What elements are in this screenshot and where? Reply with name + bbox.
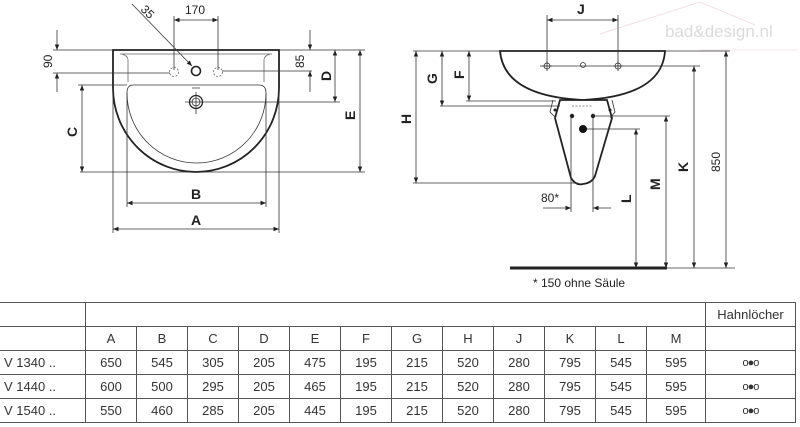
value-cell: 520 xyxy=(442,350,494,375)
dimension-J-label: J xyxy=(577,1,585,17)
col-L: L xyxy=(595,326,647,351)
column-header-row: A B C D E F G H J K L M xyxy=(0,326,796,351)
value-cell: 650 xyxy=(85,350,137,375)
dimension-D-label: D xyxy=(318,71,334,81)
value-cell: 795 xyxy=(544,350,596,375)
dimension-G-label: G xyxy=(424,73,440,84)
value-cell: 595 xyxy=(646,350,706,375)
value-cell: 545 xyxy=(595,350,647,375)
tap-hole-center xyxy=(190,65,202,77)
value-cell: 205 xyxy=(238,350,290,375)
model-cell: V 1440 .. xyxy=(0,374,86,399)
col-M: M xyxy=(646,326,706,351)
dimension-L-label: L xyxy=(618,194,634,203)
tap-holes-cell: o●o xyxy=(705,350,796,375)
value-cell: 215 xyxy=(391,374,443,399)
value-cell: 280 xyxy=(493,350,545,375)
value-cell: 460 xyxy=(136,398,188,423)
hole-spacing-label: 170 xyxy=(185,3,205,17)
value-cell: 795 xyxy=(544,374,596,399)
value-cell: 465 xyxy=(289,374,341,399)
tap-holes-header: Hahnlöcher xyxy=(705,302,796,327)
col-F: F xyxy=(340,326,392,351)
washbasin-top-view: 35 170 90 85 D E C B A xyxy=(41,2,365,233)
value-cell: 205 xyxy=(238,398,290,423)
hole-diameter-label: 35 xyxy=(138,2,158,22)
tap-holes-cell: o●o xyxy=(705,398,796,423)
value-cell: 195 xyxy=(340,350,392,375)
dimension-K-label: K xyxy=(675,162,691,172)
col-K: K xyxy=(544,326,596,351)
value-cell: 295 xyxy=(187,374,239,399)
col-B: B xyxy=(136,326,188,351)
tap-holes-cell: o●o xyxy=(705,374,796,399)
value-cell: 205 xyxy=(238,374,290,399)
value-cell: 280 xyxy=(493,398,545,423)
value-cell: 545 xyxy=(136,350,188,375)
technical-drawing: 35 170 90 85 D E C B A xyxy=(41,1,797,290)
value-cell: 545 xyxy=(595,398,647,423)
value-cell: 595 xyxy=(646,374,706,399)
tap-hole-left xyxy=(169,67,179,77)
model-cell: V 1340 .. xyxy=(0,350,86,375)
col-J: J xyxy=(493,326,545,351)
height-850-label: 850 xyxy=(709,152,723,172)
dimension-A-label: A xyxy=(191,212,201,228)
dimension-B-label: B xyxy=(191,186,201,202)
value-cell: 520 xyxy=(442,374,494,399)
value-cell: 215 xyxy=(391,350,443,375)
washbasin-side-view: J H G F K 850 M L 80* * 150 ohne S xyxy=(398,1,735,290)
value-cell: 595 xyxy=(646,398,706,423)
dimension-C-label: C xyxy=(64,127,80,137)
value-cell: 445 xyxy=(289,398,341,423)
value-cell: 215 xyxy=(391,398,443,423)
dimensions-table: Hahnlöcher A B C D E F G H J K L M V 134… xyxy=(0,302,796,423)
value-cell: 500 xyxy=(136,374,188,399)
dimension-M-label: M xyxy=(647,178,663,190)
value-cell: 795 xyxy=(544,398,596,423)
value-cell: 285 xyxy=(187,398,239,423)
col-D: D xyxy=(238,326,290,351)
value-cell: 195 xyxy=(340,374,392,399)
col-C: C xyxy=(187,326,239,351)
waste-outlet xyxy=(579,125,587,133)
spacing-80-label: 80* xyxy=(541,191,559,205)
col-A: A xyxy=(85,326,137,351)
model-cell: V 1540 .. xyxy=(0,398,86,423)
col-E: E xyxy=(289,326,341,351)
dimension-F-label: F xyxy=(451,70,467,79)
value-cell: 305 xyxy=(187,350,239,375)
dimension-H-label: H xyxy=(398,114,414,124)
value-cell: 475 xyxy=(289,350,341,375)
value-cell: 280 xyxy=(493,374,545,399)
tap-hole-right xyxy=(213,67,223,77)
value-cell: 600 xyxy=(85,374,137,399)
col-G: G xyxy=(391,326,443,351)
dimension-E-label: E xyxy=(342,111,358,120)
value-cell: 195 xyxy=(340,398,392,423)
svg-text:bad&design.nl: bad&design.nl xyxy=(665,22,773,41)
rim-to-holes-side-label: 85 xyxy=(293,54,307,68)
value-cell: 550 xyxy=(85,398,137,423)
col-H: H xyxy=(442,326,494,351)
footnote: * 150 ohne Säule xyxy=(533,276,625,290)
watermark-logo: bad&design.nl xyxy=(599,1,797,51)
value-cell: 545 xyxy=(595,374,647,399)
rim-to-holes-label: 90 xyxy=(41,54,55,68)
value-cell: 520 xyxy=(442,398,494,423)
